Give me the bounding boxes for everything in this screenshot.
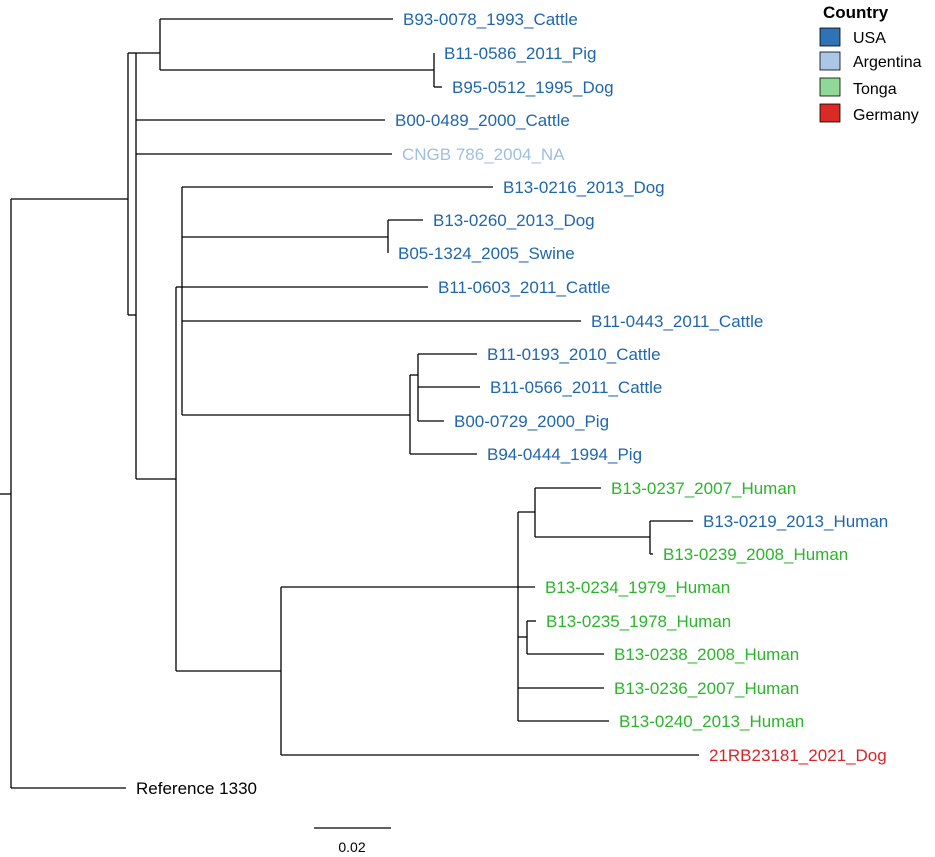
leaf-label: B13-0235_1978_Human	[546, 612, 731, 631]
legend-item-argentina: Argentina	[819, 51, 922, 71]
leaf-label: B95-0512_1995_Dog	[452, 78, 614, 97]
scale-bar-label: 0.02	[338, 839, 365, 855]
leaf-label: B13-0236_2007_Human	[614, 679, 799, 698]
leaf-label: B11-0603_2011_Cattle	[438, 278, 610, 297]
legend-swatch-argentina	[819, 51, 841, 71]
legend-item-germany: Germany	[819, 103, 919, 124]
leaf-label: B00-0729_2000_Pig	[454, 412, 609, 431]
leaf-labels: B93-0078_1993_CattleB11-0586_2011_PigB95…	[136, 10, 888, 798]
legend-title: Country	[823, 3, 889, 22]
legend-item-usa: USA	[819, 27, 886, 47]
country-legend: Country USA Argentina Tonga Germany	[819, 3, 922, 124]
leaf-label: 21RB23181_2021_Dog	[709, 746, 887, 765]
tree-branches	[0, 18, 699, 789]
leaf-label: B11-0586_2011_Pig	[444, 44, 597, 63]
leaf-label: B93-0078_1993_Cattle	[403, 10, 578, 29]
leaf-label: B00-0489_2000_Cattle	[395, 111, 570, 130]
legend-item-tonga: Tonga	[819, 77, 897, 98]
legend-label-usa: USA	[853, 30, 886, 47]
leaf-label: B05-1324_2005_Swine	[398, 244, 575, 263]
legend-label-germany: Germany	[853, 107, 919, 124]
leaf-label: Reference 1330	[136, 779, 257, 798]
legend-label-tonga: Tonga	[853, 81, 897, 98]
leaf-label: B13-0238_2008_Human	[614, 645, 799, 664]
leaf-label: B94-0444_1994_Pig	[487, 445, 642, 464]
legend-swatch-usa	[819, 27, 841, 47]
leaf-label: B13-0240_2013_Human	[619, 712, 804, 731]
leaf-label: CNGB 786_2004_NA	[402, 145, 565, 164]
leaf-label: B11-0193_2010_Cattle	[487, 345, 661, 364]
leaf-label: B13-0237_2007_Human	[611, 479, 796, 498]
scale-bar: 0.02	[314, 827, 391, 855]
leaf-label: B11-0566_2011_Cattle	[490, 378, 662, 397]
leaf-label: B13-0260_2013_Dog	[433, 211, 595, 230]
legend-swatch-germany	[819, 103, 841, 123]
leaf-label: B13-0239_2008_Human	[663, 545, 848, 564]
leaf-label: B13-0234_1979_Human	[545, 578, 730, 597]
leaf-label: B11-0443_2011_Cattle	[591, 312, 763, 331]
legend-swatch-tonga	[819, 77, 841, 97]
leaf-label: B13-0216_2013_Dog	[503, 178, 665, 197]
legend-label-argentina: Argentina	[853, 54, 922, 71]
leaf-label: B13-0219_2013_Human	[703, 512, 888, 531]
